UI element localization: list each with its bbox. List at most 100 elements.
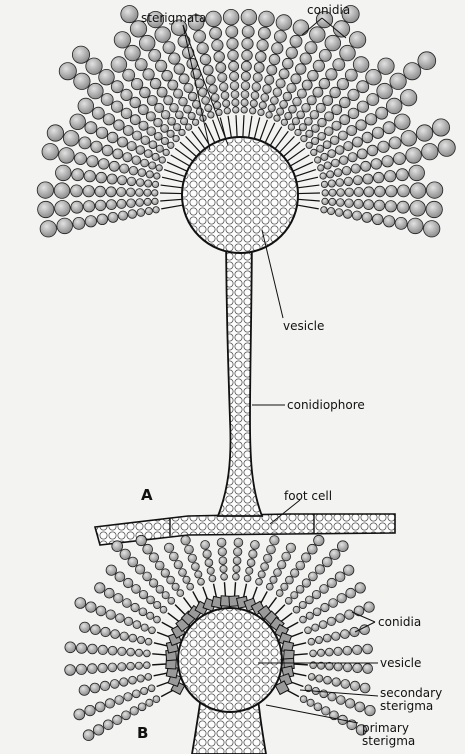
conidium: [337, 78, 348, 89]
conidium: [398, 185, 410, 197]
conidium: [418, 52, 436, 70]
conidium: [144, 150, 152, 158]
conidium: [73, 217, 85, 229]
conidium: [282, 552, 291, 561]
conidium: [55, 201, 71, 217]
conidium: [99, 69, 115, 85]
conidium: [273, 88, 282, 97]
conidium: [153, 696, 160, 703]
conidium: [59, 63, 76, 80]
conidium: [343, 646, 352, 655]
conidium: [297, 89, 306, 98]
conidium: [289, 105, 297, 113]
conidium: [231, 91, 239, 99]
conidium: [212, 40, 223, 51]
conidium: [290, 35, 302, 47]
conidium: [247, 559, 255, 567]
conidium: [351, 164, 360, 173]
conidium: [95, 583, 105, 593]
conidium: [356, 120, 367, 131]
conidium: [130, 97, 141, 108]
conidium: [107, 174, 117, 184]
conidium: [242, 26, 254, 38]
conidium: [383, 122, 395, 134]
conidium: [285, 597, 292, 604]
conidium: [154, 132, 162, 140]
conidia-chain: [65, 662, 166, 676]
conidium: [281, 119, 287, 125]
conidium: [347, 126, 357, 136]
conidium: [141, 136, 150, 145]
conidium: [314, 535, 324, 545]
conidium: [395, 114, 411, 130]
conidium: [76, 664, 86, 674]
conidium: [353, 176, 362, 185]
conidium: [286, 543, 295, 552]
conidium: [332, 159, 340, 167]
conidium: [74, 709, 85, 720]
conidium: [111, 57, 127, 73]
conidium: [353, 645, 362, 654]
conidium: [192, 119, 198, 125]
conidium: [145, 638, 152, 645]
conidium: [155, 561, 164, 570]
conidium: [132, 156, 141, 165]
conidium: [123, 126, 133, 136]
conidium: [136, 189, 144, 197]
conidium: [65, 665, 76, 676]
conidium: [336, 179, 344, 187]
conidium: [404, 63, 421, 80]
conidium: [286, 47, 297, 58]
conidium: [161, 569, 169, 577]
conidium: [131, 603, 139, 611]
conidium: [251, 541, 260, 550]
conidium: [308, 674, 315, 681]
conidium: [373, 172, 384, 183]
conidium: [354, 187, 363, 196]
conidium: [325, 112, 334, 121]
conidium: [343, 210, 352, 219]
conidium: [315, 565, 324, 574]
conidium: [174, 64, 185, 75]
conidium: [163, 149, 169, 155]
conidium: [98, 159, 109, 170]
conidium: [335, 572, 345, 582]
conidium: [254, 63, 264, 73]
conidium: [147, 127, 156, 136]
conidium: [136, 199, 144, 207]
conidium: [72, 169, 84, 181]
conidium: [168, 117, 176, 125]
conidium: [110, 680, 119, 689]
label-secondary-sterigma-line2: sterigma: [380, 699, 433, 713]
conidium: [206, 75, 215, 84]
conidium: [185, 124, 191, 130]
conidium: [91, 141, 102, 152]
conidium: [143, 544, 153, 554]
conidium: [145, 674, 152, 681]
conidium: [301, 553, 310, 562]
conidium: [102, 145, 113, 156]
conidium: [345, 69, 357, 81]
conidium: [183, 576, 190, 583]
conidium: [279, 69, 289, 79]
conidium: [323, 634, 331, 642]
conidium: [241, 61, 251, 71]
conidium: [318, 132, 326, 140]
conidium: [229, 61, 239, 71]
conidium: [130, 115, 140, 125]
conidium: [334, 647, 342, 655]
conidium: [424, 221, 440, 237]
conidium: [377, 83, 393, 99]
conidium: [406, 148, 422, 164]
conidium: [129, 676, 137, 684]
conidium: [74, 73, 90, 89]
conidium: [253, 73, 262, 82]
conidium: [337, 189, 345, 197]
label-sterigmata: sterigmata: [141, 11, 206, 25]
conidium: [205, 104, 212, 111]
conidium: [353, 57, 369, 73]
conidium: [283, 92, 292, 101]
conidium: [100, 681, 109, 690]
conidium: [88, 83, 104, 99]
conidium: [395, 217, 407, 229]
